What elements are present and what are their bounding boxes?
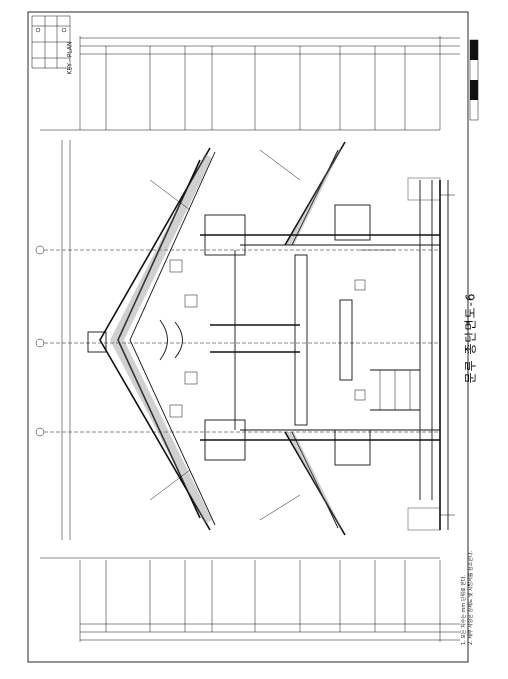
left-level-lines <box>40 129 440 559</box>
drawing-title: 문루 종단면도-6 <box>463 292 478 384</box>
stair-platform <box>370 369 420 411</box>
drawing-notes: 1. 모든 치수는 mm 단위로 한다. 2. 세부 사항은 상세도 및 시방서… <box>461 551 475 645</box>
bottom-dimension-lines <box>79 560 460 642</box>
annotation-leaders <box>149 149 395 521</box>
lower-roof <box>284 141 346 536</box>
upper-roof <box>87 147 216 531</box>
sheet-border <box>27 11 469 663</box>
note-line: 2. 세부 사항은 상세도 및 시방서를 참조한다. <box>468 550 474 646</box>
beams-and-posts <box>200 180 440 500</box>
note-line: 1. 모든 치수는 mm 단위로 한다. <box>461 574 467 646</box>
key-plan <box>31 15 71 69</box>
top-dimension-lines <box>79 36 460 130</box>
key-plan-label: KEY - PLAN <box>66 41 74 75</box>
foundation <box>407 177 455 531</box>
grid-axis-markers <box>35 245 440 437</box>
scale-bar <box>469 39 479 121</box>
